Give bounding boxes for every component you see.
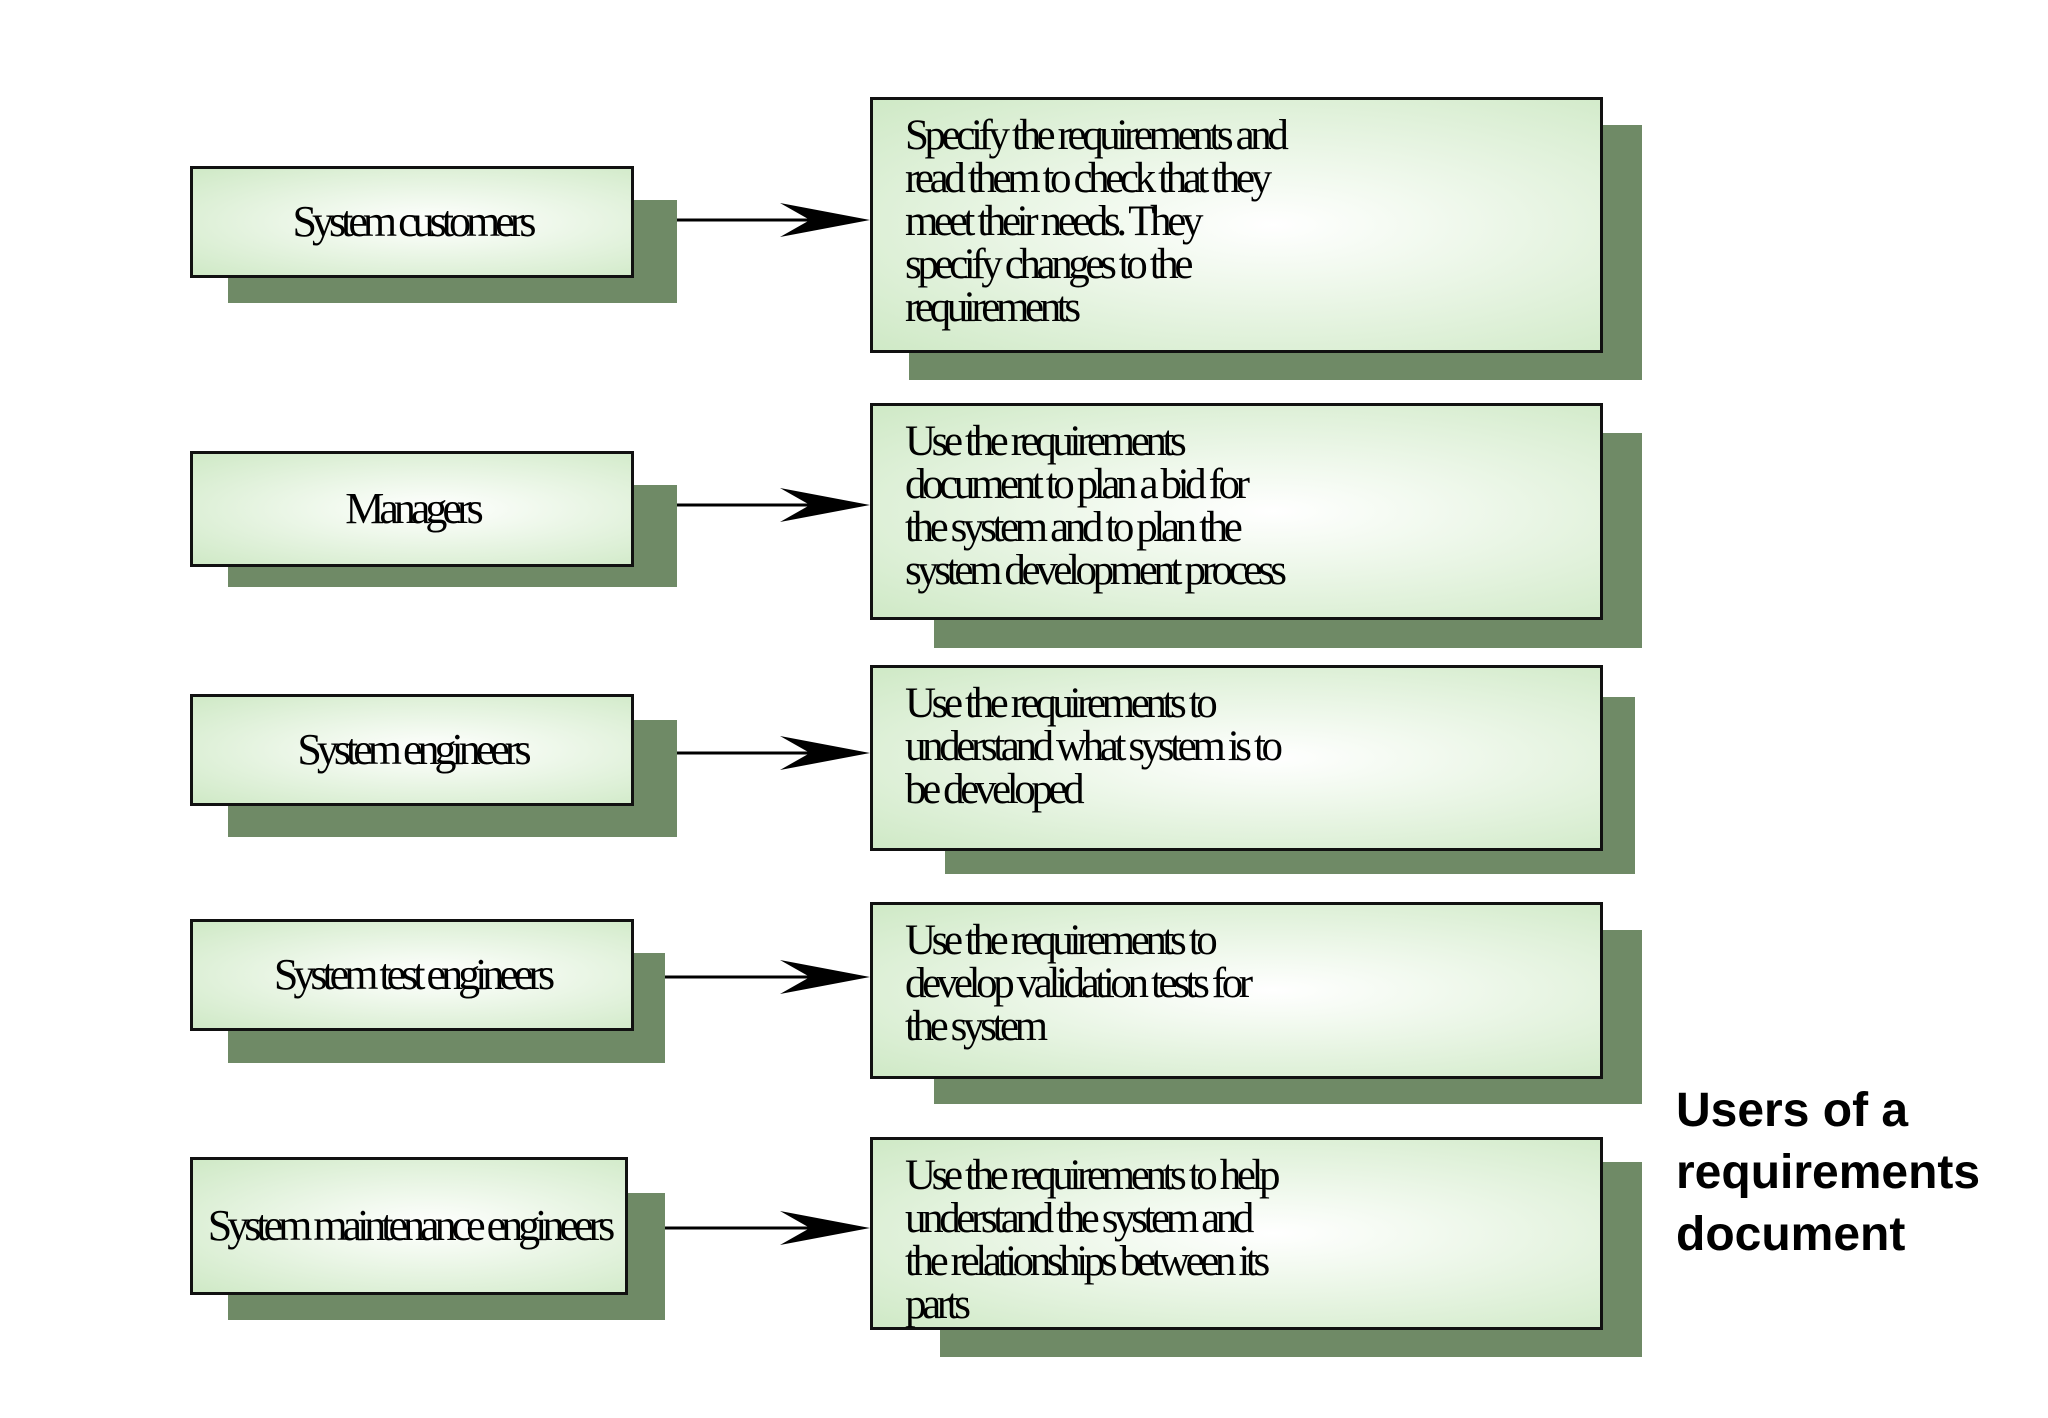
description-line: system development process <box>905 547 1287 594</box>
actor-box: System engineers <box>190 694 634 806</box>
description-line: be developed <box>905 766 1085 813</box>
description-line: document to plan a bid for <box>905 461 1250 508</box>
description-line: parts <box>905 1281 971 1328</box>
actor-box: System maintenance engineers <box>190 1157 628 1295</box>
description-line: specify changes to the <box>905 241 1193 288</box>
description-line: read them to check that they <box>905 155 1272 202</box>
description-line: Specify the requirements and <box>905 112 1289 159</box>
actor-box: System customers <box>190 166 634 278</box>
title-line: document <box>1676 1208 1906 1261</box>
description-line: requirements <box>905 284 1081 331</box>
actor-box: Managers <box>190 451 634 567</box>
description-line: meet their needs. They <box>905 198 1203 245</box>
description-line: Use the requirements to <box>905 917 1218 964</box>
description-line: Use the requirements <box>905 418 1187 465</box>
actor-box: System test engineers <box>190 919 634 1031</box>
description-line: understand the system and <box>905 1195 1254 1242</box>
title-line: requirements <box>1676 1146 1981 1199</box>
diagram-title: Users of a requirements document <box>1676 1080 1980 1266</box>
description-line: develop validation tests for <box>905 960 1253 1007</box>
description-line: Use the requirements to help <box>905 1152 1281 1199</box>
description-line: understand what system is to <box>905 723 1283 770</box>
title-line: Users of a <box>1676 1084 1909 1137</box>
description-line: the system <box>905 1003 1048 1050</box>
description-line: Use the requirements to <box>905 680 1218 727</box>
description-line: the relationships between its <box>905 1238 1270 1285</box>
connector-arrow <box>634 960 870 994</box>
description-line: the system and to plan the <box>905 504 1243 551</box>
